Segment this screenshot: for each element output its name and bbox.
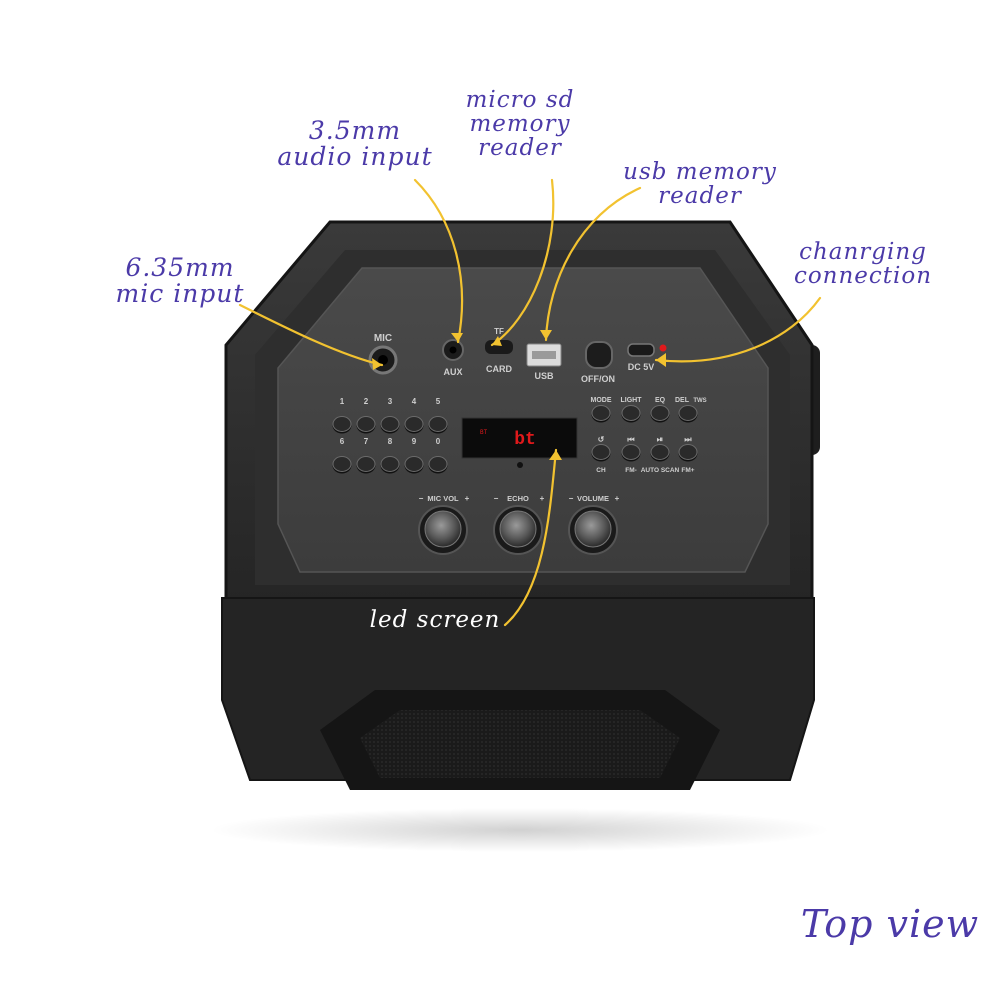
floor-shadow (210, 808, 830, 852)
annotation-usb-reader: usb memory reader (623, 159, 777, 210)
annotation-mic-input: 6.35mm mic input (115, 253, 245, 309)
number-key-3[interactable] (380, 416, 400, 434)
key-label-9: 9 (412, 437, 417, 446)
knob-echo[interactable] (493, 505, 543, 555)
number-key-7[interactable] (356, 456, 376, 474)
func-label-eq: EQ (655, 397, 666, 404)
func-label-light: LIGHT (621, 397, 643, 404)
arrow-sd (490, 178, 555, 347)
led-display: BT bt (461, 417, 578, 468)
knob-mic-vol[interactable] (418, 505, 468, 555)
power-switch (585, 341, 613, 369)
func-key-fm+[interactable] (678, 444, 698, 462)
key-label-8: 8 (388, 437, 393, 446)
func-key-auto-scan[interactable] (650, 444, 670, 462)
speaker-body (221, 220, 820, 790)
dc-label: DC 5V (628, 362, 655, 372)
tws-label: TWS (693, 398, 706, 404)
func-key-eq[interactable] (650, 405, 670, 423)
arrow-led (503, 448, 558, 627)
arrow-heads (372, 330, 666, 460)
arrow-dc (654, 296, 822, 363)
usb-label: USB (534, 371, 554, 381)
plus-icon: + (615, 494, 620, 503)
key-label-1: 1 (340, 397, 345, 406)
led-small-text: BT (480, 429, 488, 436)
sd-slot (485, 340, 513, 354)
func-key-light[interactable] (621, 405, 641, 423)
annotation-led-screen: led screen (369, 607, 501, 633)
func-key-fm-[interactable] (621, 444, 641, 462)
func-label-ch: CH (596, 467, 606, 474)
annotation-audio-input: 3.5mm audio input (277, 116, 433, 172)
plus-icon: + (465, 494, 470, 503)
number-key-1[interactable] (332, 416, 352, 434)
number-key-0[interactable] (428, 456, 448, 474)
number-key-9[interactable] (404, 456, 424, 474)
number-key-2[interactable] (356, 416, 376, 434)
tf-label: TF (494, 327, 504, 336)
func-key-del[interactable] (678, 405, 698, 423)
number-key-8[interactable] (380, 456, 400, 474)
key-label-6: 6 (340, 437, 345, 446)
number-keypad: 1 2 3 4 5 6 7 8 9 0 (332, 397, 448, 474)
plus-icon: + (540, 494, 545, 503)
knob-label-mic-vol: MIC VOL (427, 494, 459, 503)
charge-led (659, 344, 667, 352)
key-label-4: 4 (412, 397, 417, 406)
key-label-2: 2 (364, 397, 369, 406)
next-icon: ⏭ (684, 435, 692, 444)
knob-label-echo: ECHO (507, 494, 529, 503)
repeat-icon: ↺ (598, 435, 605, 444)
number-key-5[interactable] (428, 416, 448, 434)
knob-label-volume: VOLUME (577, 494, 609, 503)
jack-row: MIC AUX TF CARD USB OFF/ON DC 5V (368, 327, 667, 384)
knob-row: MIC VOL−+ECHO−+VOLUME−+ (418, 494, 620, 555)
annotation-charging: chanrging connection (793, 239, 933, 290)
annotation-arrows (238, 178, 822, 627)
knob-volume[interactable] (568, 505, 618, 555)
mic-label: MIC (374, 333, 392, 344)
ir-sensor (517, 462, 523, 468)
func-label-mode: MODE (591, 397, 612, 404)
key-label-5: 5 (436, 397, 441, 406)
play-pause-icon: ⏯ (657, 435, 663, 444)
number-key-4[interactable] (404, 416, 424, 434)
minus-icon: − (494, 494, 499, 503)
off-on-label: OFF/ON (581, 374, 615, 384)
func-key-ch[interactable] (591, 444, 611, 462)
arrow-aux (413, 178, 464, 344)
func-label-del: DEL (675, 397, 690, 404)
arrow-usb (544, 186, 642, 342)
key-label-3: 3 (388, 397, 393, 406)
func-key-mode[interactable] (591, 405, 611, 423)
previous-icon: ⏮ (627, 435, 634, 444)
dc-port (627, 343, 655, 357)
annotation-sd-reader: micro sd memory reader (465, 87, 575, 162)
annotation-top-view: Top view (800, 902, 980, 946)
arrow-mic (238, 303, 384, 367)
minus-icon: − (569, 494, 574, 503)
card-label: CARD (486, 364, 512, 374)
key-label-7: 7 (364, 437, 369, 446)
led-text: bt (514, 430, 536, 450)
func-label-auto-scan: AUTO SCAN (641, 467, 680, 474)
func-label-fm+: FM+ (681, 467, 694, 474)
func-label-fm-: FM- (625, 467, 637, 474)
aux-label: AUX (443, 367, 462, 377)
key-label-0: 0 (436, 437, 441, 446)
number-key-6[interactable] (332, 456, 352, 474)
minus-icon: − (419, 494, 424, 503)
